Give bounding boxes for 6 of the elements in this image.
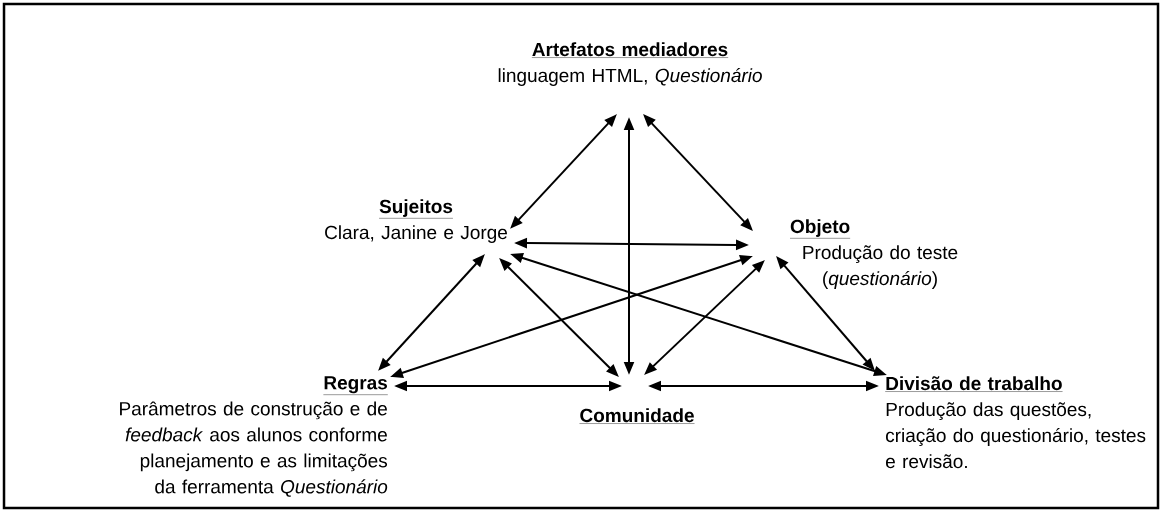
text-block: Comunidade [579, 408, 695, 424]
text-block: Sujeitos Clara, Janine e Jorge [325, 199, 507, 243]
text-block: Artefatos mediadores linguagem HTML, Questionário [498, 42, 762, 86]
text-block: Divisão de trabalho Produção das questões, criação do questionário, testes e revisão. [885, 376, 1146, 469]
text-block: Objeto Produção do teste (questionário) [789, 219, 958, 289]
text-block: Regras Parâmetros de construção e de feedback aos alunos conforme planejamento e as limitações da ferramenta Questionário [120, 376, 388, 497]
